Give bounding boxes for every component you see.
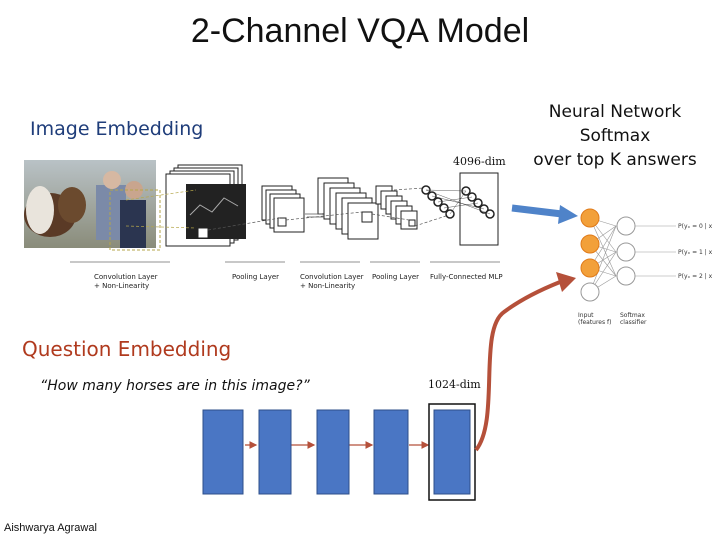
author-credit: Aishwarya Agrawal — [4, 522, 97, 534]
question-to-classifier-arrow — [474, 272, 576, 452]
pool-layer-2-stack — [375, 185, 418, 230]
image-dim-label: 4096-dim — [453, 155, 506, 168]
question-text: “How many horses are in this image?” — [40, 378, 310, 394]
classifier-output-0: P(yₓ = 0 | x — [678, 223, 713, 230]
classifier-input-label: Input (features f) — [578, 312, 612, 326]
classifier-line-3: over top K answers — [533, 150, 697, 170]
classifier-line-1: Neural Network — [548, 102, 682, 122]
conv-layer-2-label: Convolution Layer + Non-Linearity — [300, 273, 364, 290]
classifier-softmax-label: Softmax classifier — [620, 312, 647, 326]
conv-layer-2-stack — [305, 177, 379, 240]
input-photo — [24, 160, 161, 251]
conv-layer-1-label: Convolution Layer + Non-Linearity — [94, 273, 158, 290]
image-to-classifier-arrow — [511, 204, 578, 224]
pool-layer-2-label: Pooling Layer — [372, 273, 420, 281]
lstm-cells — [202, 403, 476, 501]
classifier-output-2: P(yₓ = 2 | x — [678, 273, 713, 280]
image-embedding-label: Image Embedding — [30, 118, 204, 140]
slide-title: 2-Channel VQA Model — [190, 12, 530, 50]
fc-layer-label: Fully-Connected MLP — [430, 273, 503, 281]
pool-layer-1-stack — [261, 185, 305, 233]
projection-lines — [125, 187, 453, 231]
image-feature-vector — [459, 172, 499, 246]
question-dim-label: 1024-dim — [428, 378, 481, 391]
classifier-output-1: P(yₓ = 1 | x — [678, 249, 713, 256]
classifier-title: Neural Network Softmax over top K answer… — [520, 100, 710, 172]
pool-layer-1-label: Pooling Layer — [232, 273, 280, 281]
classifier-line-2: Softmax — [579, 126, 651, 146]
conv-layer-1-stack — [165, 164, 246, 247]
fc-connections — [425, 189, 491, 215]
classifier-network — [580, 208, 676, 302]
question-embedding-label: Question Embedding — [22, 337, 232, 361]
